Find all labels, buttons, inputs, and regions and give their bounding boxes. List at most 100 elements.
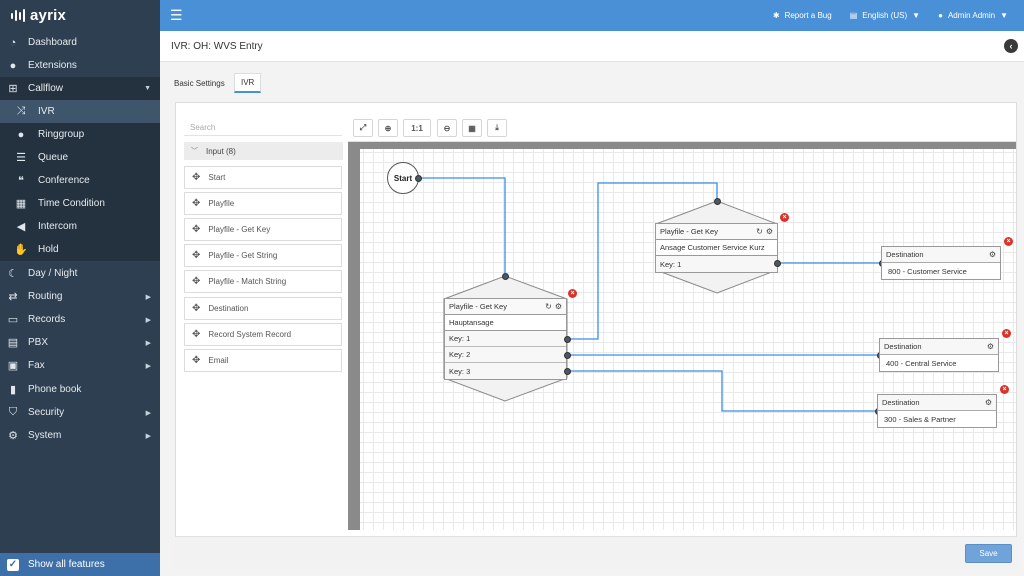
dest1-value: 800 - Customer Service (882, 263, 1000, 279)
sidebar-item-label: Security (28, 407, 65, 418)
move-icon: ✥ (192, 303, 201, 314)
gear-icon[interactable]: ⚙ (765, 227, 773, 236)
back-arrow-icon[interactable]: ‹ (1004, 39, 1018, 53)
sidebar-item-hold[interactable]: ✋Hold (0, 238, 160, 261)
top-bar: ☰ ✱Report a Bug ▤English (US)▼ ●Admin Ad… (160, 0, 1024, 31)
palette-item-record-system-record[interactable]: ✥Record System Record (184, 323, 342, 346)
dest3-delete-icon[interactable]: × (1000, 385, 1009, 394)
node2-key1-port[interactable] (774, 260, 781, 267)
comments-icon: ❝ (18, 175, 24, 187)
sidebar-item-ringgroup[interactable]: ●Ringgroup (0, 123, 160, 146)
palette-item-destination[interactable]: ✥Destination (184, 297, 342, 320)
fit-screen-icon[interactable]: ⤢ (353, 119, 373, 137)
download-icon[interactable]: ⤓ (487, 119, 507, 137)
tab-ivr[interactable]: IVR (234, 73, 262, 93)
destination-sales-partner[interactable]: Destination⚙ 300 - Sales & Partner (877, 394, 997, 428)
user-menu[interactable]: ●Admin Admin▼ (938, 11, 1008, 20)
node-playfile-get-key-hauptansage[interactable]: Playfile - Get Key↻⚙ Hauptansage Key: 1 … (444, 298, 567, 380)
save-button[interactable]: Save (965, 544, 1012, 563)
page-title: IVR: OH: WVS Entry (171, 40, 263, 52)
logo-bars-icon (11, 9, 25, 22)
node1-key3-port[interactable] (564, 368, 571, 375)
gear-icon[interactable]: ⚙ (554, 302, 562, 311)
zoom-in-icon[interactable]: ⊕ (378, 119, 398, 137)
sidebar-item-conference[interactable]: ❝Conference (0, 169, 160, 192)
node1-key1-port[interactable] (564, 336, 571, 343)
chevron-down-icon: ﹀ (191, 148, 198, 155)
wire-start-to-node1 (418, 177, 506, 276)
node2-input-port[interactable] (714, 198, 721, 205)
canvas-toolbar: ⤢ ⊕ 1:1 ⊖ ▦ ⤓ (348, 116, 1016, 142)
panel-footer (175, 536, 1017, 570)
sidebar-item-callflow[interactable]: ⊞Callflow▼ (0, 77, 160, 100)
start-output-port[interactable] (415, 175, 422, 182)
sidebar-item-intercom[interactable]: ◀Intercom (0, 215, 160, 238)
node2-delete-icon[interactable]: × (780, 213, 789, 222)
sidebar-item-records[interactable]: ▭Records▶ (0, 308, 160, 331)
sidebar-item-label: Routing (28, 291, 63, 302)
hamburger-menu-icon[interactable]: ☰ (170, 7, 183, 23)
grid-icon[interactable]: ▦ (462, 119, 482, 137)
checkbox-checked-icon[interactable]: ✓ (7, 558, 19, 571)
palette-item-playfile-get-key[interactable]: ✥Playfile - Get Key (184, 218, 342, 241)
app-logo[interactable]: ayrix (0, 0, 160, 31)
chevron-right-icon: ▶ (145, 293, 151, 301)
language-dropdown[interactable]: ▤English (US)▼ (850, 11, 920, 20)
node2-title: Playfile - Get Key (660, 227, 718, 236)
language-icon: ▤ (849, 11, 858, 20)
palette-item-playfile-get-string[interactable]: ✥Playfile - Get String (184, 244, 342, 267)
node1-key-2: Key: 2 (445, 347, 566, 363)
caret-down-icon: ▼ (1000, 11, 1008, 20)
wire-node1-key3-to-dest3 (567, 370, 878, 412)
sitemap-icon: ⊞ (8, 83, 18, 95)
sidebar-item-time-condition[interactable]: ▦Time Condition (0, 192, 160, 215)
node1-delete-icon[interactable]: × (568, 289, 577, 298)
refresh-icon[interactable]: ↻ (545, 302, 552, 311)
page-header: IVR: OH: WVS Entry ‹ (160, 31, 1024, 62)
sidebar-item-pbx[interactable]: ▤PBX▶ (0, 331, 160, 354)
palette-item-label: Playfile (208, 199, 235, 208)
sidebar-item-label: IVR (38, 106, 55, 117)
sidebar-item-routing[interactable]: ⇄Routing▶ (0, 285, 160, 308)
dest1-header: Destination⚙ (882, 247, 1000, 263)
sidebar-item-label: Day / Night (28, 268, 78, 279)
zoom-reset-button[interactable]: 1:1 (403, 119, 431, 137)
palette-item-email[interactable]: ✥Email (184, 349, 342, 372)
report-bug-link[interactable]: ✱Report a Bug (773, 11, 832, 20)
language-label: English (US) (862, 11, 908, 20)
sidebar-item-fax[interactable]: ▣Fax▶ (0, 354, 160, 377)
sidebar-item-label: Callflow (28, 83, 64, 94)
node1-input-port[interactable] (502, 273, 509, 280)
gear-icon[interactable]: ⚙ (984, 398, 992, 407)
palette-search-input[interactable] (184, 120, 342, 136)
sidebar-item-queue[interactable]: ☰Queue (0, 146, 160, 169)
refresh-icon[interactable]: ↻ (756, 227, 763, 236)
tab-basic-settings[interactable]: Basic Settings (174, 78, 225, 88)
sidebar-item-system[interactable]: ⚙System▶ (0, 424, 160, 447)
show-all-features-toggle[interactable]: ✓ Show all features (0, 553, 160, 576)
node1-key2-port[interactable] (564, 352, 571, 359)
dest2-delete-icon[interactable]: × (1002, 329, 1011, 338)
destination-customer-service[interactable]: Destination⚙ 800 - Customer Service (881, 246, 1001, 280)
dest1-delete-icon[interactable]: × (1004, 237, 1013, 246)
sidebar-item-dashboard[interactable]: ◔Dashboard (0, 31, 160, 54)
chevron-right-icon: ▶ (145, 432, 151, 440)
palette-item-playfile[interactable]: ✥Playfile (184, 192, 342, 215)
node-playfile-get-key-customer-service[interactable]: Playfile - Get Key↻⚙ Ansage Customer Ser… (655, 223, 778, 273)
sidebar-item-ivr[interactable]: ⤨IVR (0, 100, 160, 123)
palette-item-start[interactable]: ✥Start (184, 166, 342, 189)
sidebar-item-security[interactable]: ⛉Security▶ (0, 401, 160, 424)
sidebar-item-extensions[interactable]: ●Extensions (0, 54, 160, 77)
dashboard-icon: ◔ (9, 36, 17, 49)
gear-icon[interactable]: ⚙ (988, 250, 996, 259)
sidebar-item-phone-book[interactable]: ▮Phone book (0, 378, 160, 401)
destination-central-service[interactable]: Destination⚙ 400 - Central Service (879, 338, 999, 372)
flow-canvas[interactable]: Start × Playfile - Get Key↻⚙ Hauptansage… (348, 142, 1016, 530)
hand-icon: ✋ (14, 244, 28, 256)
zoom-out-icon[interactable]: ⊖ (437, 119, 457, 137)
sidebar-item-day-night[interactable]: ☾Day / Night (0, 262, 160, 285)
user-name: Admin Admin (947, 11, 996, 20)
palette-group-input[interactable]: ﹀Input (8) (184, 142, 343, 160)
gear-icon[interactable]: ⚙ (986, 342, 994, 351)
palette-item-playfile-match-string[interactable]: ✥Playfile - Match String (184, 270, 342, 293)
